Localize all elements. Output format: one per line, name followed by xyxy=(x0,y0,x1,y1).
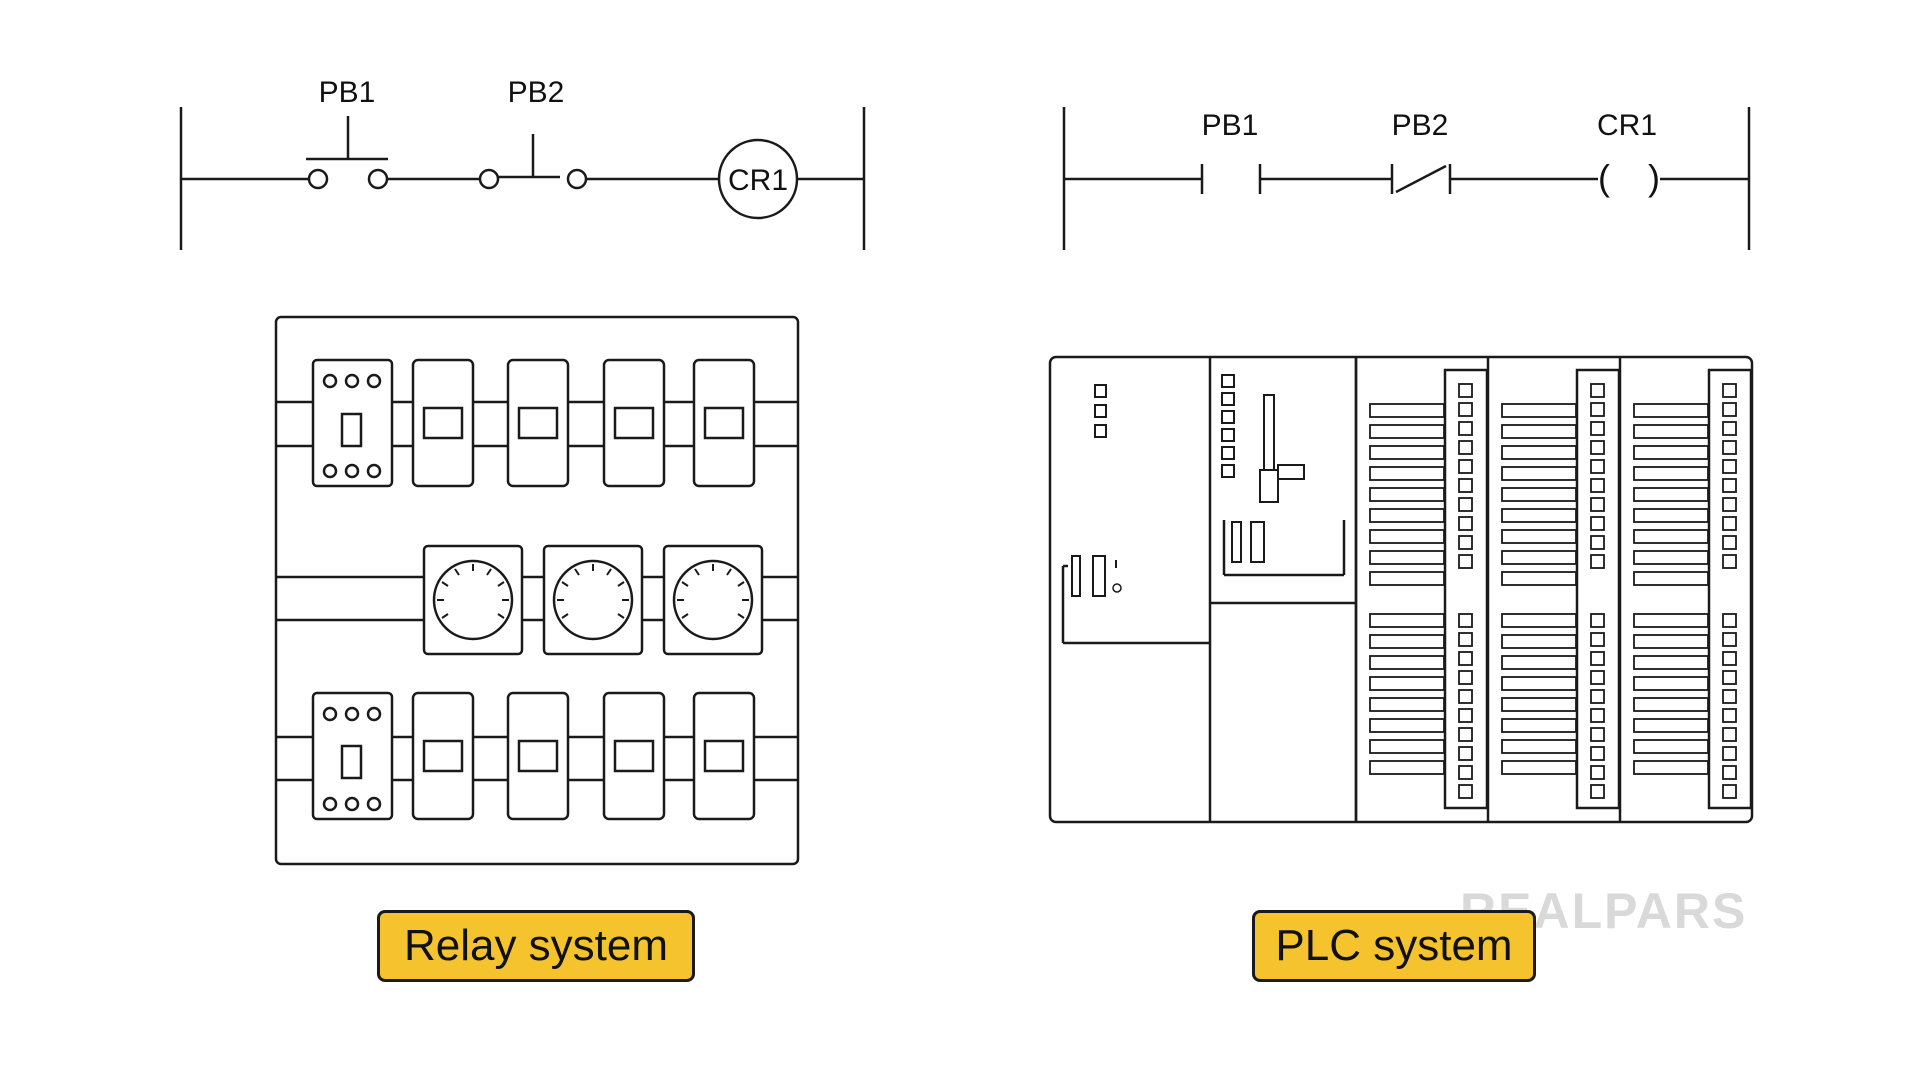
plc-pb2-label: PB2 xyxy=(1392,109,1449,142)
plc-coil-left: ( xyxy=(1598,157,1610,198)
plc-coil-right: ) xyxy=(1648,157,1660,198)
io-module xyxy=(1486,357,1621,822)
power-supply-module xyxy=(1061,357,1212,822)
relay-pb1-contact xyxy=(306,116,389,190)
io-module xyxy=(1354,357,1489,822)
plc-rack xyxy=(1048,355,1754,824)
relay-pb1-label: PB1 xyxy=(319,76,376,109)
relay-pb2-label: PB2 xyxy=(508,76,565,109)
relay-module xyxy=(506,691,570,821)
relay-module xyxy=(411,691,475,821)
relay-module xyxy=(692,358,756,488)
plc-system-caption: PLC system xyxy=(1252,910,1536,982)
io-module xyxy=(1618,357,1753,822)
plc-coil-label: CR1 xyxy=(1597,109,1657,142)
contactor xyxy=(311,691,394,821)
plc-ladder xyxy=(1062,107,1751,250)
plc-pb1-label: PB1 xyxy=(1202,109,1259,142)
relay-system-caption: Relay system xyxy=(377,910,695,982)
relay-module xyxy=(602,691,666,821)
relay-pb2-contact xyxy=(478,134,588,190)
relay-module xyxy=(411,358,475,488)
relay-module xyxy=(602,358,666,488)
cpu-module xyxy=(1210,357,1358,822)
relay-module xyxy=(692,691,756,821)
relay-module xyxy=(506,358,570,488)
relay-panel xyxy=(274,315,800,866)
timer-dial xyxy=(542,544,644,656)
plc-pb1-contact xyxy=(1200,164,1262,194)
contactor xyxy=(311,358,394,488)
relay-ladder xyxy=(179,107,866,250)
plc-pb2-contact xyxy=(1390,164,1452,194)
relay-coil-label: CR1 xyxy=(728,164,788,197)
relay-panel-enclosure xyxy=(274,315,800,866)
timer-dial xyxy=(662,544,764,656)
timer-dial xyxy=(422,544,524,656)
